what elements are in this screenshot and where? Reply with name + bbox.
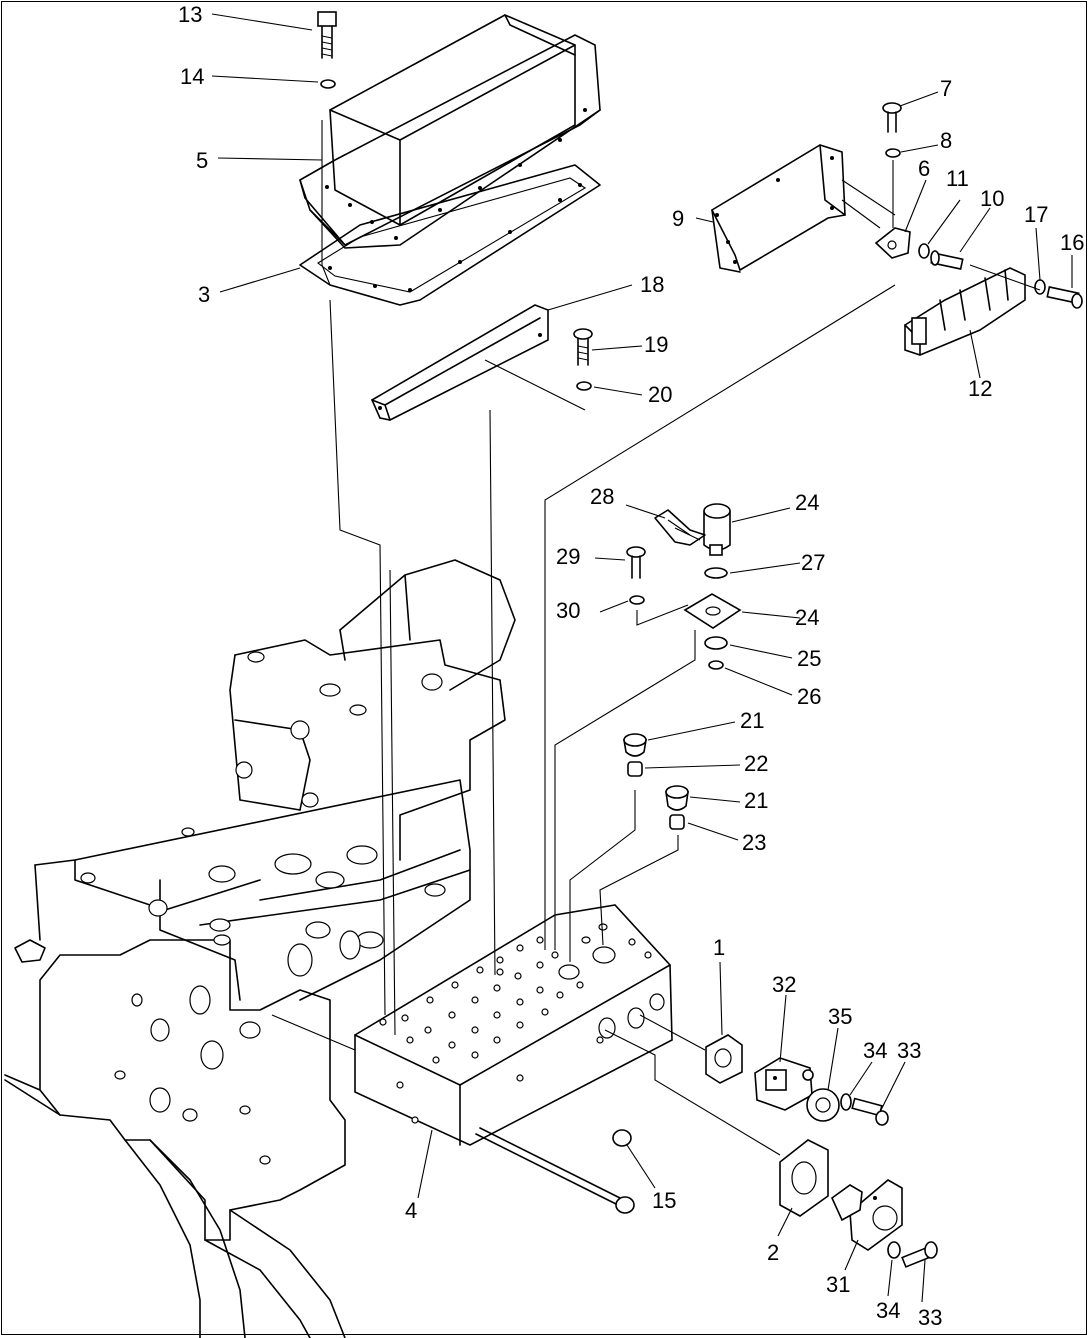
o-ring-part-25: [704, 636, 728, 650]
plug-part-21-upper: [623, 733, 647, 757]
cover-part-5: [299, 14, 601, 249]
callout-26: 26: [797, 684, 821, 709]
sensor-part-31: [831, 1179, 903, 1251]
washer-part-11: [918, 243, 930, 259]
callout-24a: 24: [795, 490, 819, 515]
gear-part-35: [802, 1069, 840, 1122]
callout-35: 35: [828, 1004, 852, 1029]
o-ring-part-26: [708, 660, 724, 670]
valve-body-part-4: [354, 904, 673, 1146]
callout-1: 1: [713, 935, 725, 960]
washer-part-14: [320, 79, 336, 89]
callout-21b: 21: [744, 788, 768, 813]
callout-31: 31: [826, 1272, 850, 1297]
bolt-part-16: [1046, 286, 1083, 309]
washer-part-20: [484, 359, 592, 411]
pin-part-15: [475, 1127, 635, 1214]
callout-10: 10: [980, 186, 1004, 211]
washer-part-34-lower: [887, 1241, 901, 1259]
assembly-lines: [271, 120, 896, 1156]
valve-body-holes: [379, 936, 652, 1124]
gasket-part-3: [299, 164, 601, 306]
plate-part-1: [705, 1034, 743, 1084]
bolt-part-33-lower: [901, 1241, 938, 1268]
harness-part-28: [654, 509, 706, 546]
plug-part-23: [669, 814, 685, 830]
callout-6: 6: [918, 156, 930, 181]
callout-27: 27: [801, 550, 825, 575]
callout-33a: 33: [897, 1038, 921, 1063]
housing-bosses: [80, 651, 446, 1165]
connector-part-12: [904, 264, 1041, 356]
valve-body-ports: [558, 923, 665, 1039]
callout-4: 4: [405, 1198, 417, 1223]
clip-part-6: [874, 160, 911, 259]
bolt-part-10: [930, 250, 964, 270]
callout-20: 20: [648, 382, 672, 407]
washer-part-30: [629, 595, 689, 626]
callout-3: 3: [198, 282, 210, 307]
callout-13: 13: [178, 2, 202, 27]
o-ring-part-27: [704, 567, 728, 579]
callout-32: 32: [772, 972, 796, 997]
plug-part-22: [627, 761, 643, 777]
callout-25: 25: [797, 646, 821, 671]
callout-24b: 24: [795, 605, 819, 630]
bolt-part-13: [317, 11, 337, 59]
callout-34a: 34: [863, 1038, 887, 1063]
callout-8: 8: [940, 128, 952, 153]
bolt-part-7: [882, 102, 902, 133]
callout-labels: 1 2 3 4 5 6 7 8 9 10 11 12 13 14 15 16 1…: [178, 2, 1084, 1330]
plug-part-21-lower: [665, 785, 689, 811]
callout-30: 30: [556, 598, 580, 623]
callout-leaders: [211, 13, 1073, 1303]
bracket-part-9: [710, 144, 896, 273]
angle-bracket-part-18: [370, 304, 549, 421]
callout-28: 28: [590, 484, 614, 509]
callout-34b: 34: [876, 1298, 900, 1323]
callout-9: 9: [672, 206, 684, 231]
bolt-part-33-upper: [851, 1097, 889, 1126]
callout-17: 17: [1024, 202, 1048, 227]
callout-2: 2: [767, 1240, 779, 1265]
switch-part-32: [754, 1057, 813, 1111]
washer-part-8: [885, 148, 901, 158]
callout-5: 5: [196, 148, 208, 173]
callout-29: 29: [556, 544, 580, 569]
washer-part-34-upper: [840, 1093, 852, 1111]
callout-33b: 33: [918, 1305, 942, 1330]
callout-23: 23: [742, 830, 766, 855]
washer-part-17: [1034, 279, 1046, 295]
plate-part-24: [683, 593, 742, 629]
solenoid-part-24: [703, 503, 731, 556]
callout-22: 22: [744, 751, 768, 776]
callout-15: 15: [652, 1188, 676, 1213]
gasket-part-2: [779, 1139, 829, 1217]
bolt-part-29: [626, 546, 646, 579]
callout-19: 19: [644, 332, 668, 357]
callout-18: 18: [640, 272, 664, 297]
bolt-part-19: [573, 328, 593, 366]
callout-7: 7: [940, 76, 952, 101]
callout-21a: 21: [740, 708, 764, 733]
callout-14: 14: [180, 64, 204, 89]
callout-12: 12: [968, 376, 992, 401]
callout-16: 16: [1060, 230, 1084, 255]
callout-11: 11: [946, 166, 969, 191]
